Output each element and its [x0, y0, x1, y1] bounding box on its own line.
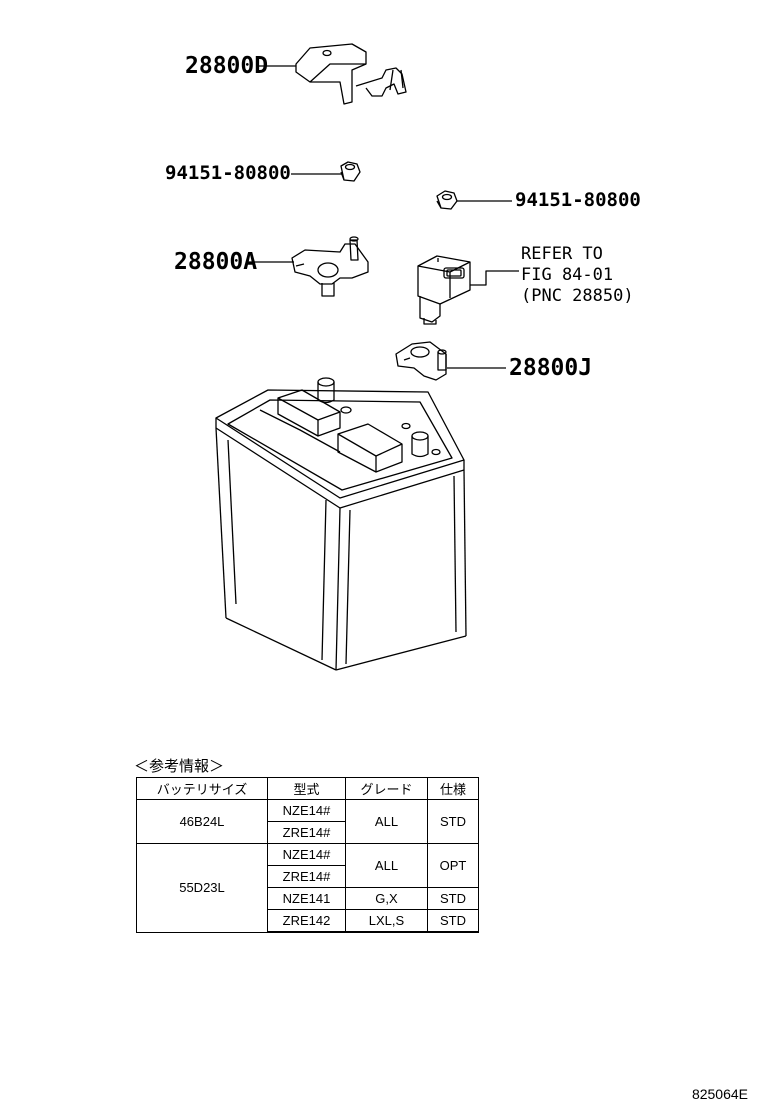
cell-model: NZE14# [267, 799, 346, 822]
table-row: ZRE14# [137, 865, 479, 888]
leader-lines [247, 65, 519, 369]
refer-line-2: FIG 84-01 [521, 265, 614, 285]
cell-model: NZE141 [267, 887, 346, 910]
terminal-cover-part [295, 43, 407, 105]
callout-28800J: 28800J [509, 355, 593, 381]
table-row: 46B24L NZE14# ALL STD [136, 799, 479, 844]
cell-grade: G,X [345, 887, 428, 910]
cell-size: 55D23L [136, 843, 268, 933]
table-header-row: バッテリサイズ 型式 グレード 仕様 [136, 777, 479, 800]
header-model: 型式 [267, 777, 346, 800]
battery-part [215, 377, 467, 671]
refer-line-3: (PNC 28850) [521, 286, 634, 306]
callout-nut-right: 94151-80800 [515, 189, 641, 211]
callout-nut-left: 94151-80800 [165, 162, 291, 184]
reference-table: バッテリサイズ 型式 グレード 仕様 46B24L NZE14# ALL STD… [136, 777, 479, 933]
table-row: 55D23L NZE14# ALL OPT [136, 843, 479, 933]
cell-model: ZRE14# [267, 821, 346, 844]
refer-note: REFER TO FIG 84-01 (PNC 28850) [521, 244, 634, 307]
cell-grade: ALL [345, 843, 428, 888]
cell-spec: STD [427, 887, 479, 910]
reference-title: ＜参考情報＞ [134, 757, 225, 775]
table-row: NZE141 G,X STD [137, 887, 479, 910]
nut-right-part [436, 190, 458, 210]
header-battery-size: バッテリサイズ [136, 777, 268, 800]
cell-size: 46B24L [136, 799, 268, 844]
negative-clamp-part [291, 236, 369, 297]
nut-left-part [340, 161, 361, 182]
cell-spec: STD [427, 799, 479, 844]
header-spec: 仕様 [427, 777, 479, 800]
cell-model: ZRE142 [267, 909, 346, 933]
positive-clamp-part [395, 341, 447, 381]
refer-line-1: REFER TO [521, 244, 603, 264]
table-row: ZRE142 LXL,S STD [137, 909, 479, 933]
header-grade: グレード [345, 777, 428, 800]
table-row: ZRE14# [137, 821, 479, 844]
callout-28800D: 28800D [185, 53, 269, 79]
cell-spec: STD [427, 909, 479, 933]
cell-grade: LXL,S [345, 909, 428, 933]
cell-model: NZE14# [267, 843, 346, 866]
cell-grade: ALL [345, 799, 428, 844]
cell-model: ZRE14# [267, 865, 346, 888]
figure-code: 825064E [691, 1086, 748, 1102]
sensor-connector-part [417, 255, 471, 325]
callout-28800A: 28800A [174, 249, 258, 275]
cell-spec: OPT [427, 843, 479, 888]
